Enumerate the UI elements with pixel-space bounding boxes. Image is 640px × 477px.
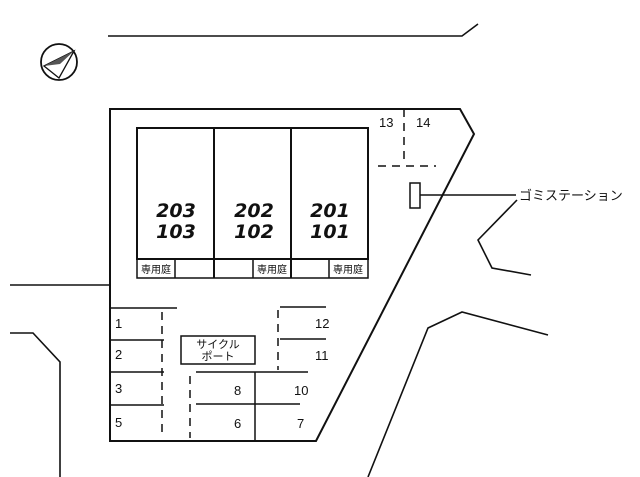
parking-space-6: 6 xyxy=(234,416,241,431)
road-lines xyxy=(10,23,549,477)
bicycle-port-label-line2: ポート xyxy=(202,350,235,363)
unit-103: 103 xyxy=(156,221,196,243)
parking-space-11: 11 xyxy=(315,348,329,363)
garbage-station-label: ゴミステーション xyxy=(519,188,623,204)
parking-numbers: 1 2 3 5 8 6 10 7 12 11 13 14 xyxy=(115,115,430,431)
parking-space-3: 3 xyxy=(115,381,122,396)
unit-203: 203 xyxy=(156,200,196,222)
bicycle-port-label-line1: サイクル xyxy=(196,338,239,351)
parking-space-14: 14 xyxy=(416,115,430,130)
garbage-station: ゴミステーション xyxy=(409,182,623,209)
parking-space-7: 7 xyxy=(297,416,304,431)
parking-space-12: 12 xyxy=(315,316,329,331)
private-garden-203: 専用庭 xyxy=(141,263,171,276)
parking-dashed-lines xyxy=(161,109,436,438)
parking-space-2: 2 xyxy=(115,347,122,362)
unit-102: 102 xyxy=(234,221,274,243)
unit-201: 201 xyxy=(310,200,350,222)
unit-202: 202 xyxy=(234,200,274,222)
private-garden-201: 専用庭 xyxy=(333,263,363,276)
apartment-building xyxy=(136,127,369,279)
unit-101: 101 xyxy=(310,221,350,243)
parking-space-1: 1 xyxy=(115,316,122,331)
parking-space-8: 8 xyxy=(234,383,241,398)
private-garden-202: 専用庭 xyxy=(257,263,287,276)
lot-boundary xyxy=(109,108,476,442)
private-garden-labels: 専用庭 専用庭 専用庭 xyxy=(141,263,363,276)
parking-lines xyxy=(111,306,326,441)
unit-labels: 203 103 202 102 201 101 xyxy=(156,200,350,243)
parking-space-10: 10 xyxy=(294,383,308,398)
parking-space-5: 5 xyxy=(115,415,122,430)
bicycle-port: サイクル ポート xyxy=(180,335,256,365)
parking-space-13: 13 xyxy=(379,115,393,130)
north-arrow-icon xyxy=(40,43,78,81)
